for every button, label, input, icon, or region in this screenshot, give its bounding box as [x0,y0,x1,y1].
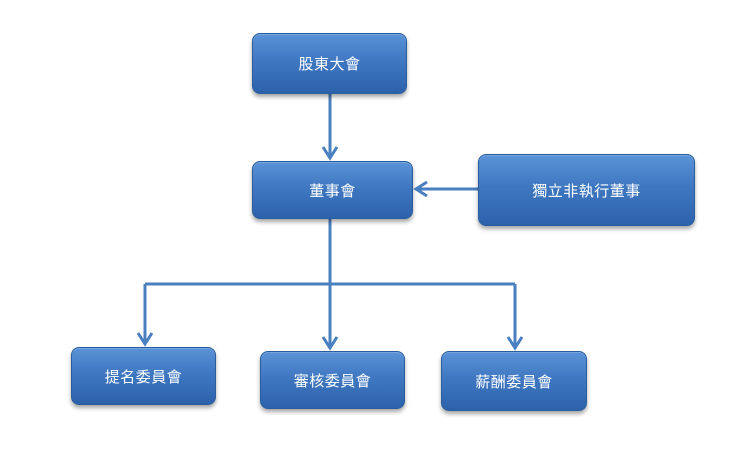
arrowhead-board-top [321,146,339,161]
node-label: 獨立非執行董事 [532,181,641,200]
node-independent-directors: 獨立非執行董事 [478,154,695,226]
node-shareholders-meeting: 股東大會 [252,33,407,94]
node-label: 審核委員會 [293,371,372,390]
node-board-of-directors: 董事會 [252,161,413,219]
arrowhead-audit [321,336,339,351]
node-label: 董事會 [309,181,356,200]
arrowhead-board-right [413,180,428,198]
node-label: 薪酬委員會 [475,372,553,391]
arrowhead-remuneration [506,336,524,351]
node-audit-committee: 審核委員會 [260,351,405,409]
node-nomination-committee: 提名委員會 [71,347,216,405]
node-label: 提名委員會 [104,367,183,386]
node-remuneration-committee: 薪酬委員會 [441,351,587,411]
node-label: 股東大會 [298,55,361,73]
arrowhead-nomination [136,332,154,347]
